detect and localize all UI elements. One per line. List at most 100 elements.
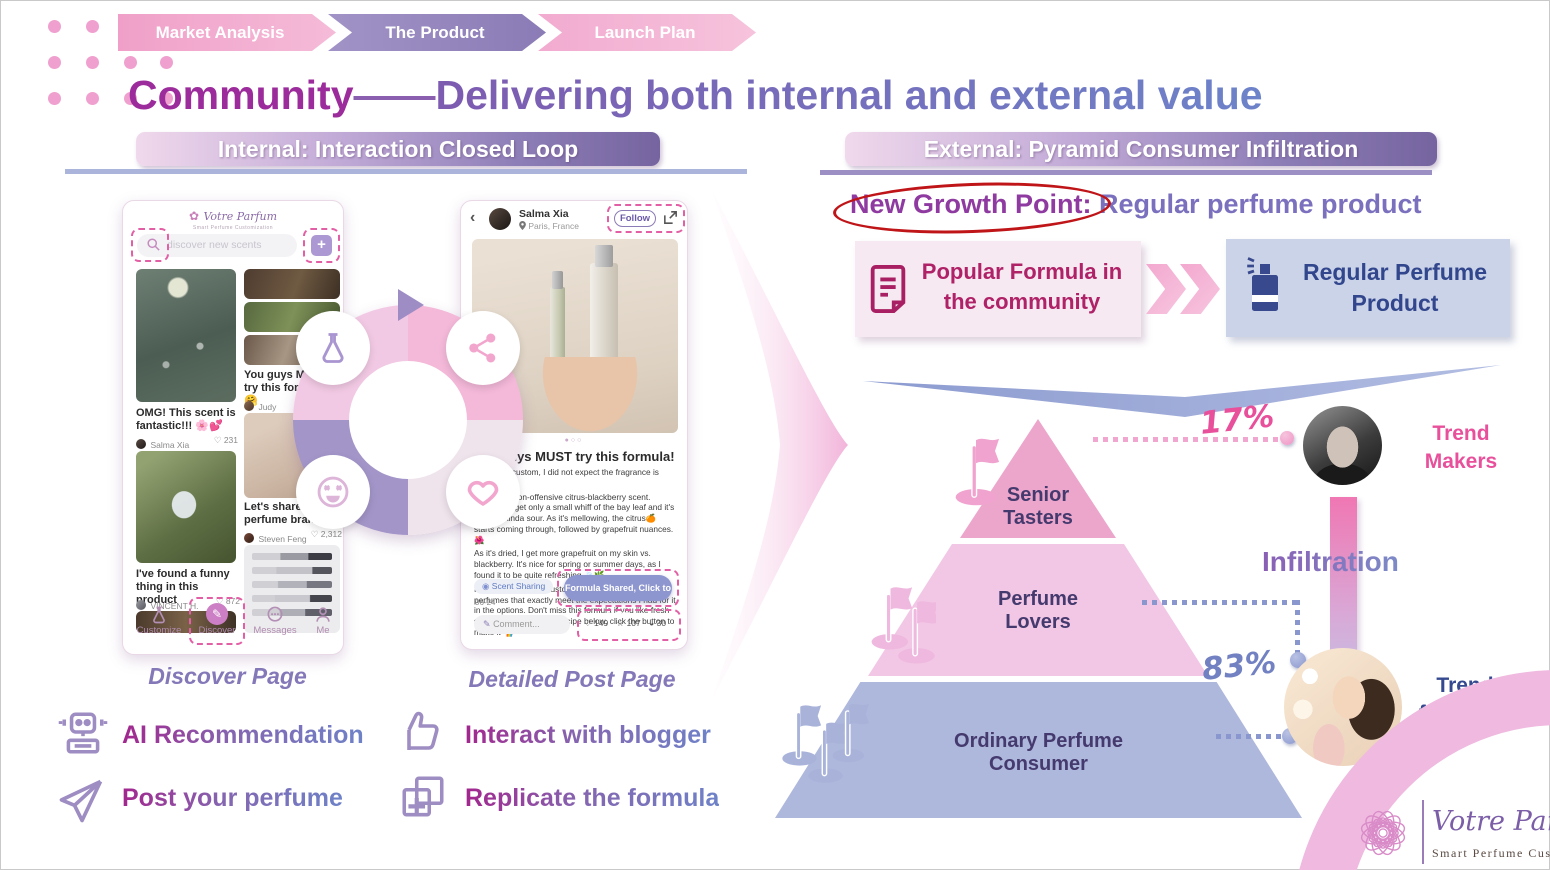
breadcrumb-label: Market Analysis [155, 23, 285, 42]
flow-chevron-icon [1180, 264, 1220, 314]
brand-flower-icon: ✿ [188, 209, 200, 223]
breadcrumb-market-analysis[interactable]: Market Analysis [118, 14, 336, 51]
search-icon[interactable] [146, 237, 161, 252]
caption-detailed-post-page: Detailed Post Page [468, 666, 676, 692]
trend-makers-photo [1303, 406, 1382, 485]
heart-icon [465, 474, 501, 510]
post-user[interactable]: Steven Feng [258, 534, 307, 544]
avatar[interactable] [489, 208, 511, 230]
flask-icon [315, 330, 351, 366]
post-image-brand-list[interactable] [244, 545, 340, 633]
ai-recommendation-icon [58, 708, 108, 758]
add-post-button[interactable]: + [311, 235, 332, 256]
post-user-row: Salma Xia ♡ 231 [136, 435, 238, 453]
post-image[interactable] [136, 269, 236, 402]
brand-tagline: Smart Perfume Customization [192, 225, 274, 231]
search-input[interactable]: discover new scents [167, 239, 262, 251]
follow-button[interactable]: Follow [614, 210, 656, 227]
post-likes[interactable]: ♡ 2,312 [310, 529, 342, 539]
post-user-row: VINCENT H. ♡ 872 [136, 596, 240, 614]
breadcrumb-launch-plan[interactable]: Launch Plan [538, 14, 756, 51]
post-user[interactable]: VINCENT H. [150, 601, 199, 611]
popular-formula-box: Popular Formula in the community [855, 241, 1141, 337]
regular-product-label: Regular Perfume Product [1302, 259, 1488, 317]
single-flag-icon [948, 432, 1004, 508]
cta-highlight [557, 569, 679, 607]
post-detail-phone: ‹ Salma Xia Paris, France Follow ●○○ You… [460, 200, 688, 650]
formula-doc-icon [865, 263, 911, 315]
tab-discover[interactable]: ✎ Discover [193, 603, 241, 636]
post-author[interactable]: Salma Xia [519, 208, 569, 220]
comment-action[interactable]: ◒ 30 [649, 618, 667, 628]
caption-discover-page: Discover Page [148, 663, 307, 689]
feature-post-perfume: Post your perfume [122, 784, 343, 812]
tab-messages[interactable]: Messages [251, 605, 299, 636]
tier-label: Perfume Lovers [997, 588, 1079, 633]
perfume-bottle-icon [1240, 257, 1288, 315]
post-image[interactable] [136, 451, 236, 563]
tab-label: Messages [253, 625, 297, 636]
post-user[interactable]: Salma Xia [150, 440, 190, 450]
post-likes[interactable]: ♡ 872 [215, 596, 240, 606]
post-paragraph: Fruity and non-offensive citrus-blackber… [474, 491, 675, 545]
post-caption[interactable]: I've found a funny thing in this product [136, 568, 230, 607]
loop-inner [349, 361, 467, 479]
growth-rest: Regular perfume product [1099, 189, 1422, 219]
discover-tab-highlight [189, 597, 245, 645]
interact-blogger-icon [396, 708, 444, 756]
post-location: Paris, France [519, 221, 579, 231]
logo-tagline: Smart Perfume Customization [1432, 846, 1550, 860]
breadcrumb-the-product[interactable]: The Product [328, 14, 546, 51]
feature-ai-recommendation: AI Recommendation [122, 721, 364, 749]
breadcrumb-label: The Product [385, 23, 485, 42]
blue-swoosh-arrow [863, 365, 1501, 417]
post-likes[interactable]: ♡ 231 [213, 435, 238, 445]
infiltration-label: Infiltration [1262, 546, 1399, 577]
location-pin-icon [519, 221, 526, 230]
avatar[interactable] [136, 599, 146, 610]
avatar[interactable] [244, 532, 254, 543]
actions-highlight [577, 609, 681, 641]
back-icon[interactable]: ‹ [470, 209, 476, 226]
tab-label: Discover [198, 625, 236, 636]
internal-section-header: Internal: Interaction Closed Loop [136, 132, 660, 166]
growth-point-line: New Growth Point: Regular perfume produc… [850, 189, 1422, 220]
laughing-face-icon [315, 474, 351, 510]
triple-flags-icon [778, 692, 870, 796]
pencil-icon: ✎ [206, 603, 228, 625]
make-formula-button[interactable]: Formula Shared, Click to Make [564, 575, 672, 619]
post-user[interactable]: Judy [258, 402, 277, 412]
avatar[interactable] [244, 400, 254, 411]
internal-divider [65, 169, 747, 174]
loop-node-fun [296, 455, 370, 529]
tier-label: Senior Tasters [1003, 484, 1073, 529]
share-post-icon[interactable] [662, 209, 679, 226]
external-section-header: External: Pyramid Consumer Infiltration [845, 132, 1437, 166]
post-caption[interactable]: OMG! This scent is fantastic!!! 🌸💕 [136, 407, 236, 433]
replicate-formula-icon [398, 772, 448, 822]
title-rest: Delivering both internal and external va… [435, 72, 1263, 118]
pct-trend-followers: 83% [1200, 644, 1278, 688]
dotted-line-end-dot [1280, 431, 1294, 445]
post-image[interactable] [244, 269, 340, 299]
pencil-icon: ✎ [483, 619, 491, 629]
post-perfume-icon [55, 775, 107, 827]
dotted-line-ordinary [1216, 734, 1288, 739]
loop-node-customize [296, 311, 370, 385]
tag-icon: ◉ [482, 581, 490, 591]
scent-sharing-tag[interactable]: ◉ Scent Sharing [474, 579, 554, 594]
star-action[interactable]: ☆ 107 [616, 618, 641, 628]
like-action[interactable]: ♡ 149 [584, 618, 609, 628]
tab-me[interactable]: Me [305, 605, 341, 636]
search-icon-highlight [131, 228, 169, 262]
loop-node-share [446, 311, 520, 385]
post-date: 06-24 [475, 598, 496, 607]
double-flags-icon [866, 580, 936, 670]
popular-formula-label: Popular Formula in the community [921, 259, 1123, 314]
post-paragraph: As it's dried, I get more grapefruit on … [474, 548, 661, 581]
share-icon [466, 331, 500, 365]
comment-input[interactable]: ✎ Comment... [474, 615, 570, 634]
search-bar[interactable]: discover new scents [137, 234, 297, 257]
avatar[interactable] [136, 438, 146, 449]
tab-customize[interactable]: Customize [135, 605, 183, 636]
